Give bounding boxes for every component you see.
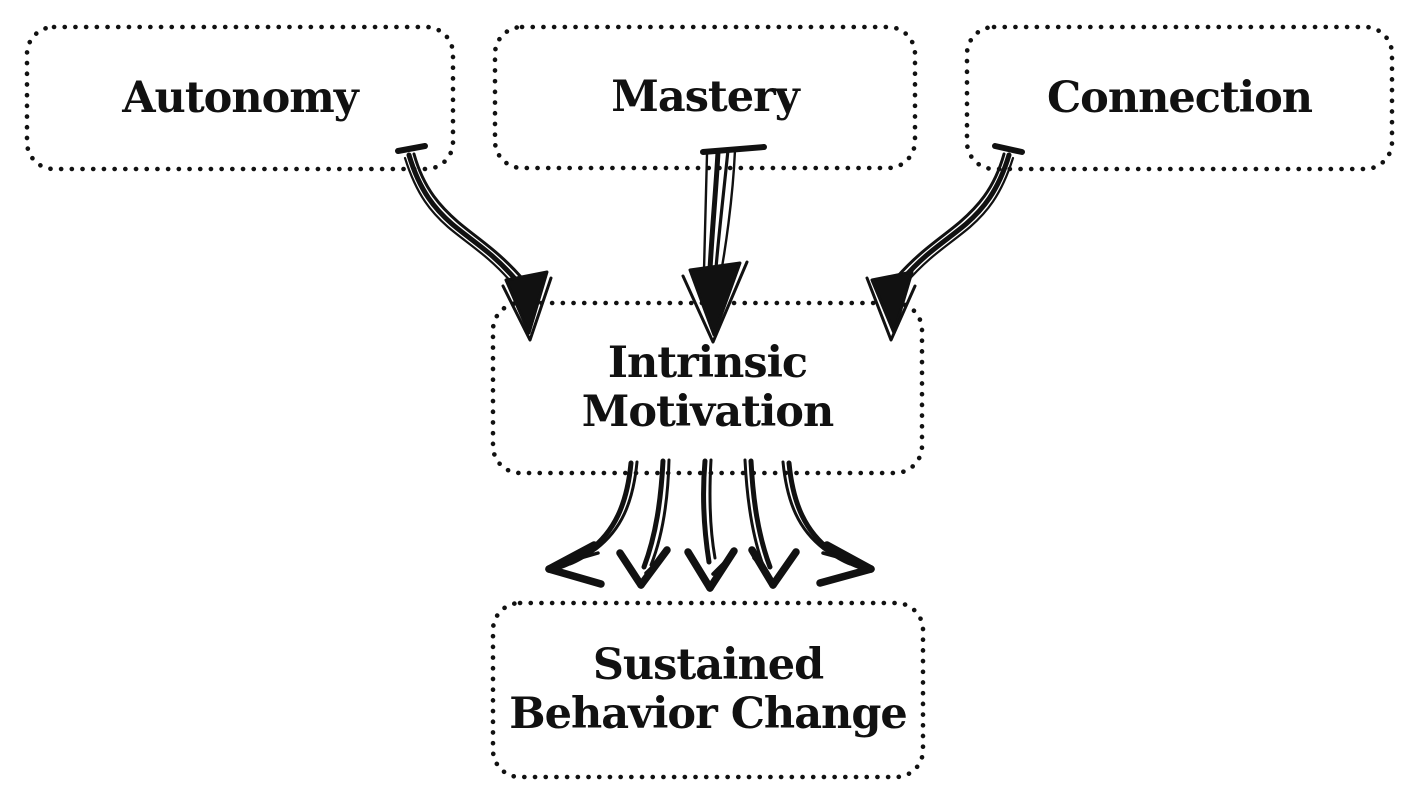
sustained-behavior-change-label-line2: Behavior Change bbox=[509, 689, 907, 739]
fan-arrow-1-left bbox=[545, 460, 639, 588]
fan-arrow-5-right bbox=[781, 460, 875, 587]
node-autonomy: Autonomy bbox=[27, 27, 453, 169]
fan-arrow-4-center-right bbox=[743, 458, 800, 589]
fan-arrow-3-center bbox=[684, 458, 738, 592]
sustained-behavior-change-box-border bbox=[490, 600, 926, 780]
autonomy-label: Autonomy bbox=[122, 72, 359, 123]
node-borders bbox=[24, 24, 1395, 780]
connection-label: Connection bbox=[1046, 72, 1313, 123]
mastery-label: Mastery bbox=[611, 72, 800, 123]
connection-box-border bbox=[964, 24, 1395, 172]
sustained-behavior-change-label-line1: Sustained bbox=[592, 640, 824, 691]
fan-arrow-2-center-left bbox=[616, 458, 671, 589]
arrow-autonomy-to-intrinsic bbox=[395, 143, 553, 342]
node-mastery: Mastery bbox=[495, 27, 915, 168]
intrinsic-motivation-box-border bbox=[490, 300, 925, 476]
mastery-box-border bbox=[492, 24, 918, 171]
intrinsic-motivation-label-line1: Intrinsic bbox=[607, 338, 808, 389]
arrow-mastery-to-intrinsic bbox=[681, 144, 767, 344]
intrinsic-motivation-label-line2: Motivation bbox=[581, 387, 834, 437]
node-intrinsic-motivation: Intrinsic Motivation bbox=[493, 303, 922, 473]
node-connection: Connection bbox=[967, 27, 1392, 169]
node-sustained-behavior-change: Sustained Behavior Change bbox=[493, 603, 923, 777]
autonomy-box-border bbox=[24, 24, 456, 172]
arrow-connection-to-intrinsic bbox=[865, 143, 1025, 342]
arrows-intrinsic-to-sustained bbox=[545, 458, 875, 592]
